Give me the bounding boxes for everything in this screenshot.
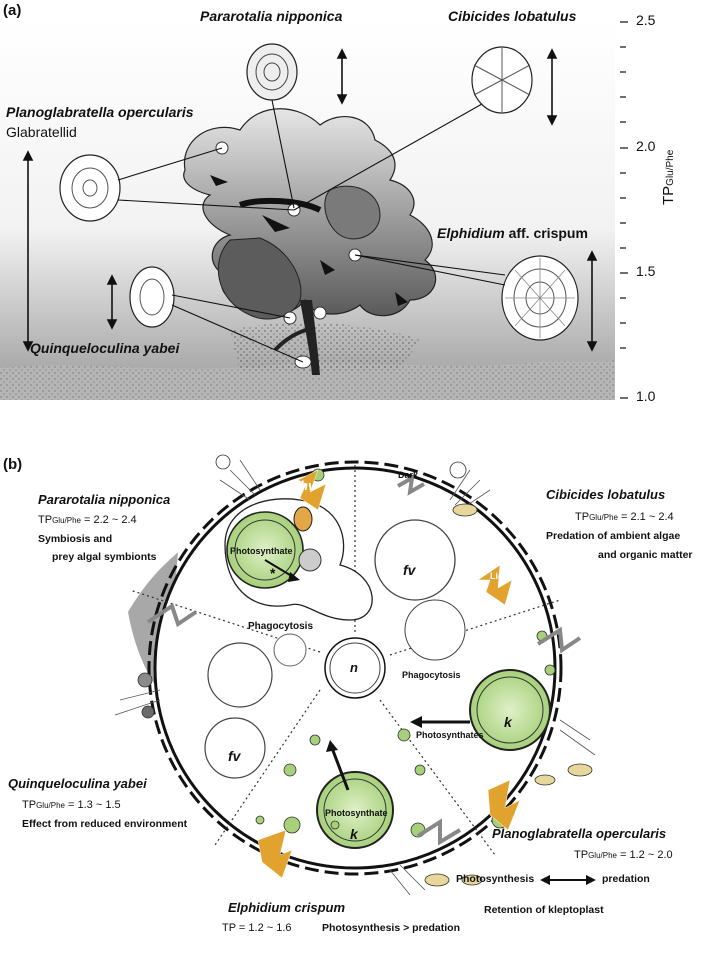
axis-title: TPGlu/Phe (660, 150, 677, 205)
panel-a-range-arrows (22, 48, 598, 352)
species-label-pararotalia: Pararotalia nipponica (200, 8, 343, 24)
species-label-elphidium: Elphidium aff. crispum (437, 225, 588, 241)
photosynthates-right-label: Photosynthates (416, 730, 484, 740)
elphidium-tp: TP = 1.2 ~ 1.6 (222, 922, 292, 934)
pararotalia-line2: prey algal symbionts (52, 551, 157, 563)
quinqueloculina-name: Quinqueloculina yabei (8, 776, 147, 791)
tp-range: = 2.2 ~ 2.4 (80, 514, 137, 526)
species-label-cibicides: Cibicides lobatulus (448, 8, 577, 24)
tp-main: TP (575, 511, 590, 523)
fv-left-label: fv (228, 748, 241, 764)
light-bolt-bottom-icon (257, 829, 293, 879)
axis-tick-1-0: 1.0 (636, 388, 656, 404)
elphidium-genus: Elphidium (437, 225, 505, 241)
tp-sub: Glu/Phe (589, 513, 618, 522)
foram-quinqueloculina-icon (129, 266, 175, 328)
tp-main: TP (22, 799, 37, 811)
tp-range: = 2.1 ~ 2.4 (617, 511, 674, 523)
elphidium-epithet: aff. crispum (508, 225, 588, 241)
tp-axis (620, 21, 628, 399)
light-bolt-top-icon (297, 469, 327, 511)
hv-label: hv (300, 478, 316, 493)
tp-sub: Glu/Phe (52, 516, 81, 525)
planoglabratella-tp: TPGlu/Phe = 1.2 ~ 2.0 (574, 849, 673, 861)
tp-range: = 1.3 ~ 1.5 (64, 799, 121, 811)
tp-main: TP (38, 514, 53, 526)
k-bottom-label: k (350, 826, 358, 842)
cell-diagram (114, 454, 596, 896)
macroalga-illustration (183, 108, 437, 375)
quinqueloculina-line1: Effect from reduced environment (22, 818, 188, 830)
cibicides-name: Cibicides lobatulus (546, 487, 666, 502)
cibicides-tp: TPGlu/Phe = 2.1 ~ 2.4 (575, 511, 674, 523)
asterisk-label: * (270, 565, 276, 581)
pararotalia-tp: TPGlu/Phe = 2.2 ~ 2.4 (38, 514, 137, 526)
elphidium-name: Elphidium crispum (228, 900, 346, 915)
axis-tick-2-0: 2.0 (636, 138, 656, 154)
light-bolt-right-icon (477, 564, 513, 606)
quinqueloculina-tp: TPGlu/Phe = 1.3 ~ 1.5 (22, 799, 121, 811)
phagocytosis-right-label: Phagocytosis (402, 670, 461, 680)
axis-tick-1-5: 1.5 (636, 263, 656, 279)
light-label: Light (490, 571, 512, 581)
fv-top-label: fv (403, 562, 416, 578)
pararotalia-name: Pararotalia nipponica (38, 492, 171, 507)
dark-label: Dark (398, 470, 419, 480)
tp-main: TP (574, 849, 589, 861)
planoglabratella-name: Planoglabratella opercularis (492, 826, 667, 841)
photosynthate-top-label: Photosynthate (230, 546, 293, 556)
panel-a-connector-lines (117, 99, 506, 363)
foram-pararotalia-icon (246, 43, 298, 101)
photosynthate-bottom-label: Photosynthate (325, 808, 388, 818)
axis-title-sub: Glu/Phe (665, 149, 676, 186)
species-label-planoglabratella: Planoglabratella opercularis (6, 104, 194, 120)
foram-planoglabratella-icon (59, 154, 121, 222)
planoglabratella-line1a: Photosynthesis (456, 873, 535, 885)
cibicides-line2: and organic matter (598, 549, 693, 561)
cibicides-line1: Predation of ambient algae (546, 530, 681, 542)
foram-elphidium-icon (501, 255, 579, 341)
species-label-quinqueloculina: Quinqueloculina yabei (30, 340, 180, 356)
light-bolt-bottomright-icon (487, 779, 521, 831)
foram-cibicides-icon (471, 46, 533, 114)
pararotalia-line1: Symbiosis and (38, 533, 113, 545)
planoglabratella-line1b: predation (602, 873, 650, 885)
tp-sub: Glu/Phe (36, 801, 65, 810)
panel-a-label: (a) (3, 2, 22, 19)
tp-sub: Glu/Phe (588, 851, 617, 860)
planoglabratella-line2: Retention of kleptoplast (484, 904, 604, 916)
panel-b-label: (b) (3, 456, 23, 473)
nucleus-label: n (350, 660, 358, 675)
glabratellid-label: Glabratellid (6, 124, 77, 140)
axis-tick-2-5: 2.5 (636, 12, 656, 28)
axis-title-main: TP (660, 185, 677, 205)
elphidium-line1: Photosynthesis > predation (322, 922, 460, 934)
k-right-label: k (504, 714, 512, 730)
phagocytosis-top-label: Phagocytosis (248, 621, 314, 632)
tp-range: = 1.2 ~ 2.0 (616, 849, 673, 861)
